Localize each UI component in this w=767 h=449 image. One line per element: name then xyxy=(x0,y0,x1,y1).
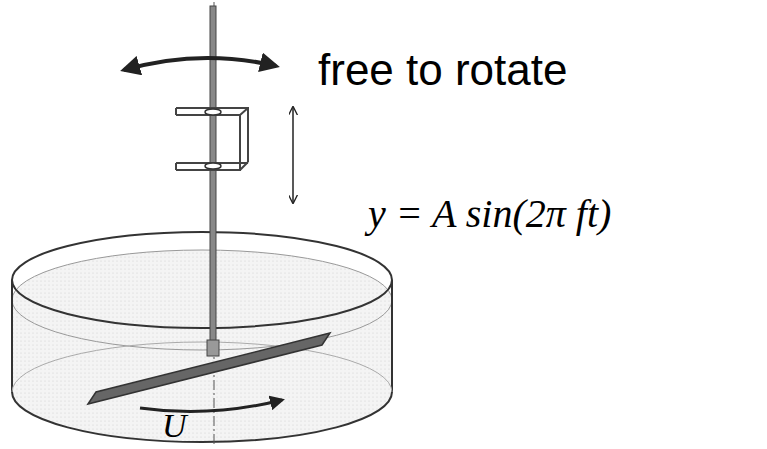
velocity-symbol: U xyxy=(162,407,187,445)
oscillation-equation: y = A sin(2π ft) xyxy=(368,190,611,237)
motion-note: free to rotate xyxy=(318,45,567,95)
